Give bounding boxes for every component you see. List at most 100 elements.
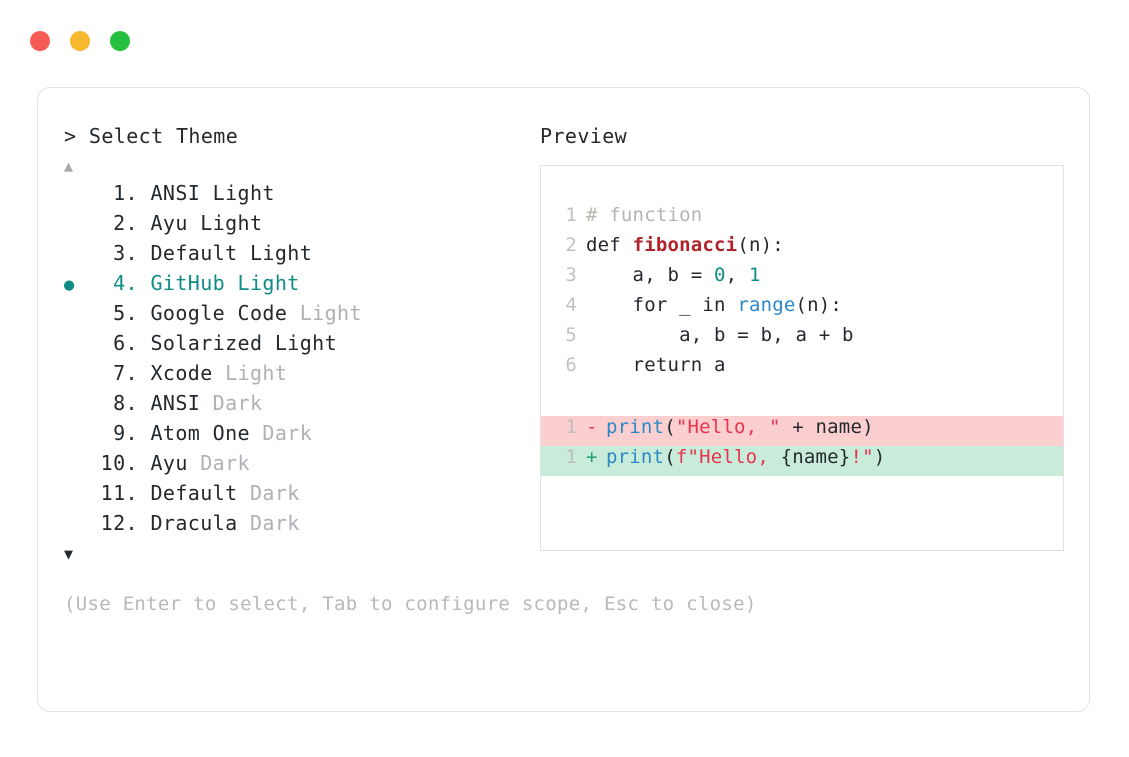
theme-item-name: Dracula	[138, 511, 250, 535]
theme-item-variant: Light	[225, 361, 288, 385]
code-token: + name)	[780, 416, 874, 438]
bullet-placeholder	[64, 395, 92, 415]
code-line: 2 def fibonacci(n):	[541, 234, 1063, 264]
theme-list-item[interactable]: 5. Google Code Light	[64, 301, 524, 331]
line-number: 1	[565, 204, 577, 226]
theme-list-item[interactable]: 7. Xcode Light	[64, 361, 524, 391]
theme-item-name: Solarized Light	[138, 331, 338, 355]
code-token: # function	[586, 204, 703, 226]
theme-item-name: ANSI	[138, 391, 213, 415]
theme-item-number: 12.	[100, 511, 138, 535]
bullet-placeholder	[64, 305, 92, 325]
theme-list-item[interactable]: ● 4. GitHub Light	[64, 271, 524, 301]
bullet-placeholder	[64, 245, 92, 265]
code-line-text: for _ in range(n):	[586, 294, 842, 316]
line-number: 1	[565, 446, 577, 468]
code-line-text: def fibonacci(n):	[586, 234, 784, 256]
code-line-text: # function	[586, 204, 702, 226]
line-number: 4	[565, 294, 577, 316]
theme-item-number: 11.	[100, 481, 138, 505]
code-token: def	[586, 234, 633, 256]
theme-selector-pane: > Select Theme ▲ 1. ANSI Light 2. Ayu Li…	[64, 124, 757, 615]
line-number: 1	[565, 416, 577, 438]
theme-item-number: 4.	[113, 271, 138, 295]
theme-list-item[interactable]: 3. Default Light	[64, 241, 524, 271]
bullet-placeholder	[64, 515, 92, 535]
bullet-placeholder	[64, 335, 92, 355]
code-token: f"Hello,	[675, 446, 781, 468]
minimize-window-button[interactable]	[70, 31, 90, 51]
code-token: range	[737, 294, 796, 316]
bullet-placeholder	[64, 365, 92, 385]
theme-list-item[interactable]: 11. Default Dark	[64, 481, 524, 511]
line-number: 3	[565, 264, 577, 286]
selected-bullet-icon: ●	[64, 275, 75, 295]
theme-list-item[interactable]: 2. Ayu Light	[64, 211, 524, 241]
preview-label: Preview	[540, 124, 628, 148]
theme-item-name: Default	[138, 481, 250, 505]
theme-item-variant: Dark	[249, 511, 300, 535]
theme-item-name: Ayu	[138, 451, 201, 475]
theme-item-name: GitHub Light	[138, 271, 300, 295]
theme-item-number: 2.	[113, 211, 138, 235]
code-line-text: return a	[586, 354, 726, 376]
theme-item-variant: Dark	[262, 421, 313, 445]
code-line-text: a, b = b, a + b	[586, 324, 854, 346]
theme-item-name: Ayu Light	[138, 211, 263, 235]
keyboard-hint-text: (Use Enter to select, Tab to configure s…	[64, 593, 757, 615]
theme-item-name: ANSI Light	[138, 181, 275, 205]
bullet-placeholder	[64, 215, 92, 235]
diff-removed-line: 1-print("Hello, " + name)	[541, 416, 1063, 446]
code-token: )	[873, 446, 886, 468]
maximize-window-button[interactable]	[110, 31, 130, 51]
code-token: "Hello, "	[675, 416, 781, 438]
theme-item-variant: Dark	[200, 451, 250, 475]
theme-list-item[interactable]: 12. Dracula Dark	[64, 511, 524, 541]
close-window-button[interactable]	[30, 31, 50, 51]
theme-item-number: 8.	[113, 391, 138, 415]
theme-item-name: Atom One	[138, 421, 263, 445]
scroll-down-indicator-icon[interactable]: ▼	[64, 545, 74, 563]
code-token: !"	[850, 446, 874, 468]
line-number: 2	[565, 234, 577, 256]
theme-item-variant: Dark	[249, 481, 300, 505]
bullet-placeholder	[64, 185, 92, 205]
theme-item-number: 1.	[113, 181, 138, 205]
diff-line-text: print("Hello, " + name)	[606, 416, 874, 438]
theme-list-item[interactable]: 1. ANSI Light	[64, 181, 524, 211]
code-token: print	[606, 446, 665, 468]
code-token: print	[606, 416, 665, 438]
theme-list[interactable]: 1. ANSI Light 2. Ayu Light 3. Default Li…	[64, 181, 524, 541]
diff-line-text: print(f"Hello, {name}!")	[606, 446, 885, 468]
theme-list-item[interactable]: 6. Solarized Light	[64, 331, 524, 361]
theme-list-item[interactable]: 8. ANSI Dark	[64, 391, 524, 421]
window-controls	[30, 31, 130, 51]
theme-item-name: Google Code	[138, 301, 300, 325]
code-token: a, b = b, a + b	[586, 324, 854, 346]
code-token: 1	[748, 264, 761, 286]
theme-picker-card: > Select Theme ▲ 1. ANSI Light 2. Ayu Li…	[37, 87, 1090, 712]
theme-item-name: Xcode	[138, 361, 226, 385]
code-token: (n):	[795, 294, 843, 316]
code-line: 4 for _ in range(n):	[541, 294, 1063, 324]
bullet-placeholder	[64, 485, 92, 505]
code-line: 1 # function	[541, 204, 1063, 234]
diff-sample: 1-print("Hello, " + name)1 + print(f"Hello…	[541, 416, 1063, 476]
code-token: fibonacci	[632, 234, 738, 256]
code-token: a, b =	[586, 264, 715, 286]
diff-added-line: 1 + print(f"Hello, {name}!")	[541, 446, 1063, 476]
code-line: 6 return a	[541, 354, 1063, 384]
code-token: 0	[714, 264, 726, 286]
theme-list-item[interactable]: 10. Ayu Dark	[64, 451, 524, 481]
code-token: return a	[586, 354, 726, 376]
bullet-placeholder	[64, 425, 92, 445]
theme-item-number: 6.	[113, 331, 138, 355]
line-number: 6	[565, 354, 577, 376]
diff-plus-sign: +	[586, 446, 598, 468]
scroll-up-indicator-icon[interactable]: ▲	[64, 157, 74, 175]
theme-item-number: 3.	[113, 241, 138, 265]
theme-list-item[interactable]: 9. Atom One Dark	[64, 421, 524, 451]
theme-item-name: Default Light	[138, 241, 313, 265]
